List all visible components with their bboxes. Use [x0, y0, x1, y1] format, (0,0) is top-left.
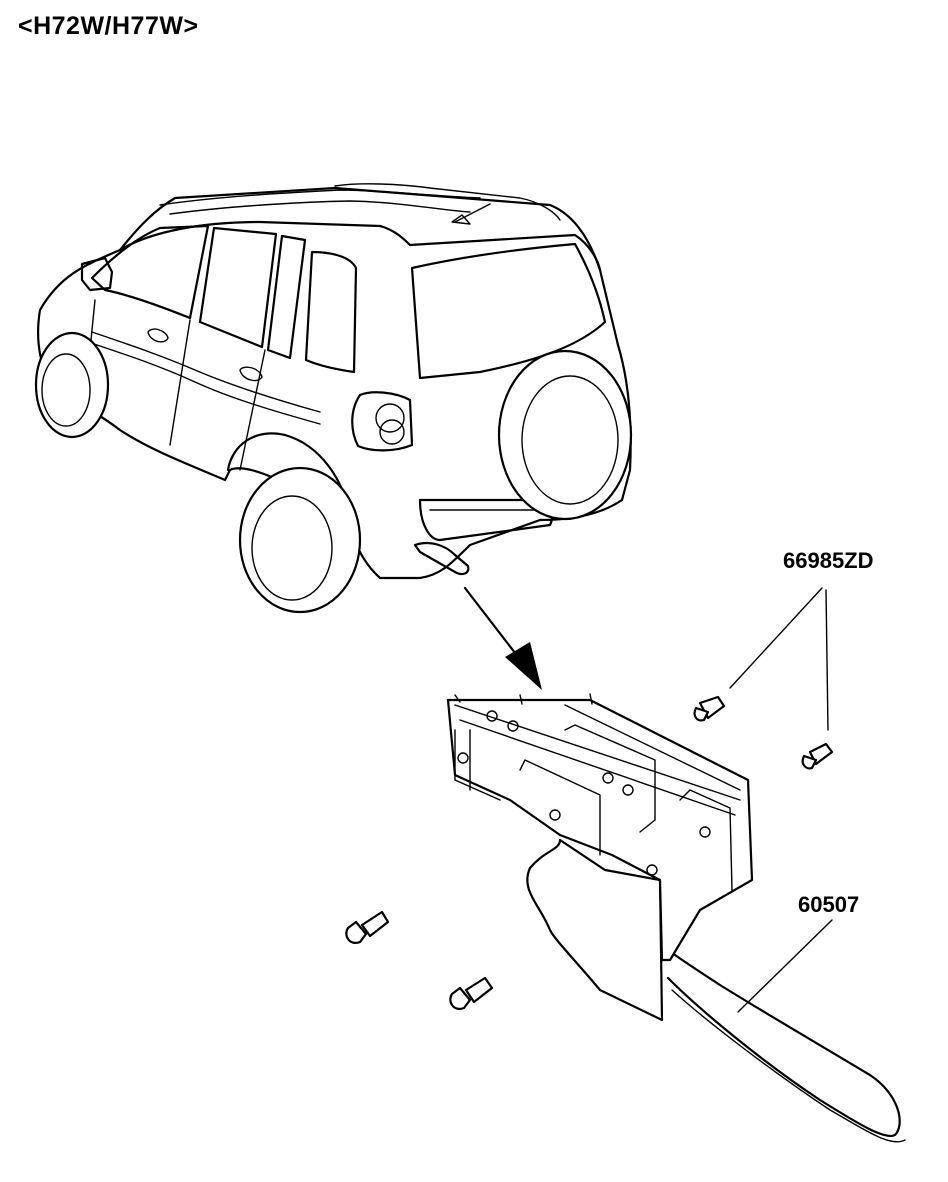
- leader-lines: [729, 587, 833, 1013]
- bolt-lower-center: [449, 976, 494, 1010]
- bolt-upper-left: [693, 695, 726, 722]
- callout-label-60507: 60507: [798, 892, 860, 917]
- tow-strap-loop: [666, 953, 906, 1143]
- vehicle-illustration: [34, 183, 633, 614]
- callout-label-66985zd: 66985ZD: [783, 548, 874, 573]
- location-arrow: [463, 586, 542, 690]
- bolt-upper-right: [801, 742, 834, 770]
- bolt-lower-left: [345, 910, 390, 944]
- model-code-title: <H72W/H77W>: [18, 12, 199, 40]
- tow-bracket-assembly: [446, 693, 754, 1022]
